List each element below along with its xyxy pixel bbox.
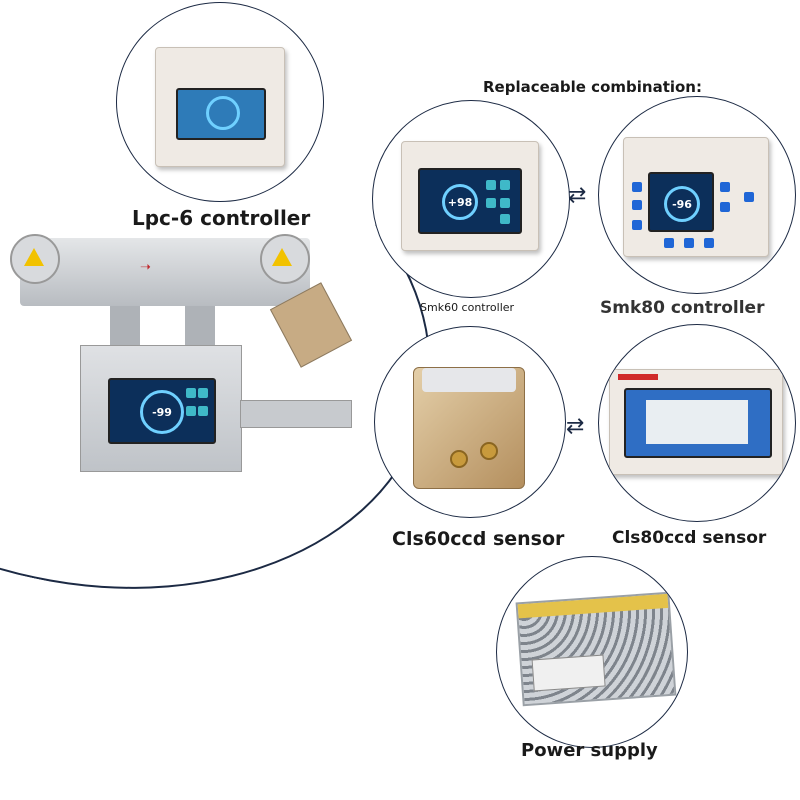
smk60-label: Smk60 controller (420, 301, 515, 314)
cls80-image-circle (598, 324, 796, 522)
lpc6-screen (176, 88, 266, 140)
smk60-screen-value: +98 (447, 195, 473, 209)
smk80-label: Smk80 controller (600, 298, 765, 318)
cls60-label: Cls60ccd sensor (392, 528, 565, 550)
screen-button (198, 388, 208, 398)
warning-triangle-icon (24, 248, 44, 266)
keypad-button (632, 200, 642, 210)
smk80-device: -96 (623, 137, 769, 257)
warning-triangle-icon (272, 248, 292, 266)
swap-arrows-icon: ⇄ (566, 414, 585, 439)
sensor-arm (240, 400, 352, 428)
smk60-screen: +98 (418, 168, 522, 234)
cls80-screen (624, 388, 772, 458)
screen-button (500, 214, 510, 224)
brand-logo-icon: ➝ (140, 260, 151, 275)
keypad-button (704, 238, 714, 248)
smk60-device: +98 (401, 141, 539, 251)
screen-button (186, 388, 196, 398)
keypad-button (684, 238, 694, 248)
screen-button (500, 180, 510, 190)
connector-icon (450, 450, 468, 468)
keypad-button (632, 220, 642, 230)
cls60-image-circle (374, 326, 566, 518)
terminal-strip (517, 593, 669, 619)
smk60-image-circle: +98 (372, 100, 570, 298)
screen-button (186, 406, 196, 416)
connector-icon (480, 442, 498, 460)
lpc6-label: Lpc-6 controller (132, 206, 311, 230)
smk80-gauge: -96 (664, 186, 700, 222)
power-supply-device (515, 591, 677, 707)
main-unit-screen: -99 (108, 378, 216, 444)
replaceable-combination-heading: Replaceable combination: (483, 78, 702, 96)
cls80-device (609, 369, 783, 475)
screen-button (486, 180, 496, 190)
screen-button (500, 198, 510, 208)
lpc6-gauge (206, 96, 240, 130)
lpc6-device (155, 47, 285, 167)
keypad-button (664, 238, 674, 248)
screen-button (198, 406, 208, 416)
support-post (185, 306, 215, 348)
main-unit-screen-value: -99 (152, 405, 172, 419)
cls80-brand-text (618, 374, 658, 380)
main-unit-gauge: -99 (140, 390, 184, 434)
support-post (110, 306, 140, 348)
swap-arrows-icon: ⇄ (568, 183, 587, 208)
keypad-button (720, 202, 730, 212)
keypad-button (744, 192, 754, 202)
power-supply-label-text: Power supply (521, 740, 658, 761)
power-supply-image-circle (496, 556, 688, 748)
smk80-screen-value: -96 (672, 197, 692, 211)
main-guiding-unit: ➝ -99 (10, 230, 370, 480)
power-supply-label (531, 654, 606, 692)
lpc6-image-circle (116, 2, 324, 202)
keypad-button (720, 182, 730, 192)
cls80-screen-panel (646, 400, 748, 444)
cls80-label: Cls80ccd sensor (612, 528, 767, 548)
smk80-image-circle: -96 (598, 96, 796, 294)
keypad-button (632, 182, 642, 192)
smk60-gauge: +98 (442, 184, 478, 220)
cls60-device (413, 367, 525, 489)
smk80-screen: -96 (648, 172, 714, 232)
screen-button (486, 198, 496, 208)
cls60-top-cover (422, 368, 516, 392)
